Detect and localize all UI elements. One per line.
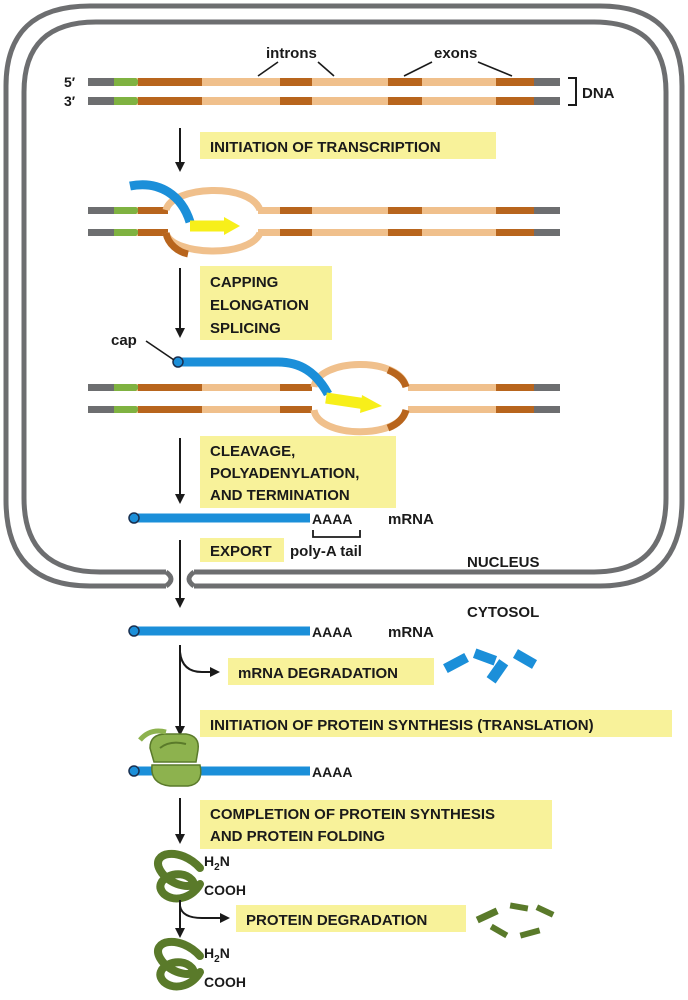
folded-protein-icon: [154, 937, 204, 991]
folded-protein-icon: [154, 849, 204, 903]
flow-arrow: [175, 900, 230, 938]
step-splicing: SPLICING: [210, 320, 281, 337]
flow-arrow: [175, 645, 220, 736]
nucleus-label: NUCLEUS: [467, 554, 540, 571]
step-box-capping: [200, 266, 332, 340]
h2n-label: H2N: [204, 853, 230, 873]
flow-arrow: [175, 438, 185, 504]
nuclear-mrna: [128, 512, 310, 524]
flow-arrow: [175, 540, 185, 608]
three-prime-label: 3′: [64, 93, 76, 109]
step-box-initiation-translation: [200, 710, 672, 737]
step-box-export: [200, 538, 284, 562]
dna-bracket: [568, 77, 577, 106]
step-box-completion: [200, 800, 552, 849]
step-mrna-degradation: mRNA DEGRADATION: [238, 665, 398, 682]
step-completion-line1: COMPLETION OF PROTEIN SYNTHESIS: [210, 806, 495, 823]
cytosolic-mrna: [128, 625, 310, 637]
poly-a-text: AAAA: [312, 511, 352, 527]
flow-arrow: [175, 128, 185, 172]
ribosome-icon: [138, 728, 202, 787]
exons-label: exons: [434, 45, 477, 62]
poly-a-tail-label: poly-A tail: [290, 543, 362, 560]
step-box-mrna-degradation: [228, 658, 434, 685]
poly-a-text: AAAA: [312, 624, 352, 640]
poly-a-text: AAAA: [312, 764, 352, 780]
step-polyadenylation: POLYADENYLATION,: [210, 465, 359, 482]
mrna-label-nucleus: mRNA: [388, 511, 434, 528]
step-box-cleavage: [200, 436, 396, 508]
step-completion-line2: AND PROTEIN FOLDING: [210, 828, 385, 845]
poly-a-bracket: [312, 530, 361, 538]
elongation-complex: [88, 356, 560, 436]
cooh-label: COOH: [204, 974, 246, 990]
cytosol-label: CYTOSOL: [467, 604, 539, 621]
introns-label: introns: [266, 45, 317, 62]
step-capping: CAPPING: [210, 274, 278, 291]
five-prime-label: 5′: [64, 74, 76, 90]
cap-pointer: [145, 340, 175, 361]
step-box-initiation-transcription: [200, 132, 496, 159]
label-pointer-lines: [257, 61, 513, 77]
mrna-fragments: [443, 648, 538, 684]
step-elongation: ELONGATION: [210, 297, 309, 314]
dna-label: DNA: [582, 85, 615, 102]
step-export: EXPORT: [210, 543, 272, 560]
nuclear-envelope: [3, 3, 685, 589]
dna-double-strand: [88, 78, 560, 105]
flow-arrow: [175, 268, 185, 338]
step-protein-degradation: PROTEIN DEGRADATION: [246, 912, 427, 929]
protein-fragments: [475, 902, 555, 939]
cooh-label: COOH: [204, 882, 246, 898]
mrna-label-cytosol: mRNA: [388, 624, 434, 641]
transcription-bubble: [88, 180, 560, 258]
h2n-label: H2N: [204, 945, 230, 965]
flow-arrow: [175, 798, 185, 844]
step-initiation-translation: INITIATION OF PROTEIN SYNTHESIS (TRANSLA…: [210, 717, 594, 734]
step-initiation-transcription: INITIATION OF TRANSCRIPTION: [210, 139, 441, 156]
step-box-protein-degradation: [236, 905, 466, 932]
cap-label: cap: [111, 332, 137, 349]
step-cleavage: CLEAVAGE,: [210, 443, 295, 460]
step-termination: AND TERMINATION: [210, 487, 350, 504]
